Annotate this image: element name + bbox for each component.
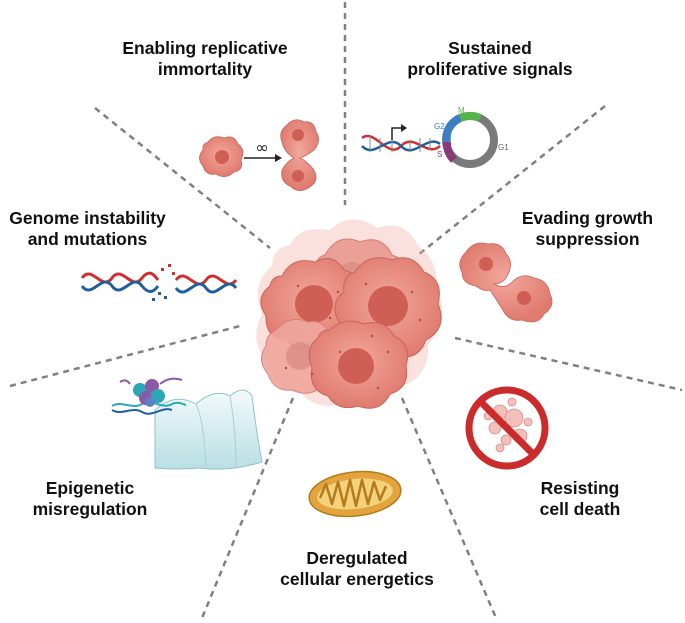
phase-s-label: S (437, 150, 442, 159)
label-proliferative-signals-line2: proliferative signals (407, 59, 573, 79)
label-resisting-cell-death-line2: cell death (539, 499, 621, 519)
label-replicative-immortality-line1: Enabling replicative (122, 38, 288, 58)
divider-lines (9, 2, 683, 619)
label-cellular-energetics-line2: cellular energetics (280, 569, 434, 589)
label-proliferative-signals: Sustained proliferative signals (380, 38, 600, 80)
divider-lower-left (200, 397, 295, 619)
label-evading-growth-suppression: Evading growth suppression (500, 208, 675, 250)
phase-m-label: M (458, 106, 465, 115)
label-epigenetic-misregulation-line2: misregulation (32, 499, 148, 519)
infinity-symbol: ∞ (255, 138, 268, 157)
label-replicative-immortality: Enabling replicative immortality (90, 38, 320, 80)
label-cellular-energetics: Deregulated cellular energetics (272, 548, 442, 590)
label-evading-growth-suppression-line2: suppression (535, 229, 640, 249)
divider-upper-left (94, 107, 271, 249)
label-replicative-immortality-line2: immortality (157, 59, 253, 79)
epigenetic-misregulation-icon (111, 377, 263, 470)
label-resisting-cell-death-line1: Resisting (540, 478, 620, 498)
phase-g2-label: G2 (434, 122, 445, 131)
genome-instability-icon (80, 264, 238, 301)
phase-g1-label: G1 (498, 143, 509, 152)
resisting-cell-death-icon (465, 386, 549, 470)
divider-mid-left (9, 324, 241, 388)
label-genome-instability-line1: Genome instability (9, 208, 166, 228)
label-cellular-energetics-line1: Deregulated (306, 548, 408, 568)
label-genome-instability-line2: and mutations (27, 229, 148, 249)
label-resisting-cell-death: Resisting cell death (515, 478, 645, 520)
label-epigenetic-misregulation-line1: Epigenetic (45, 478, 135, 498)
label-proliferative-signals-line1: Sustained (448, 38, 532, 58)
divider-upper-right (417, 105, 606, 256)
evading-growth-suppression-icon (459, 242, 553, 323)
label-epigenetic-misregulation: Epigenetic misregulation (10, 478, 170, 520)
divider-mid-right (454, 336, 683, 392)
proliferative-signals-icon: M G2 S G1 (361, 106, 509, 168)
tumor-cluster-icon (256, 219, 443, 409)
label-evading-growth-suppression-line1: Evading growth (521, 208, 654, 228)
label-genome-instability: Genome instability and mutations (0, 208, 175, 250)
replicative-immortality-icon: ∞ (199, 119, 319, 191)
mitochondrion-icon (308, 470, 402, 518)
divider-lower-right (400, 397, 498, 619)
